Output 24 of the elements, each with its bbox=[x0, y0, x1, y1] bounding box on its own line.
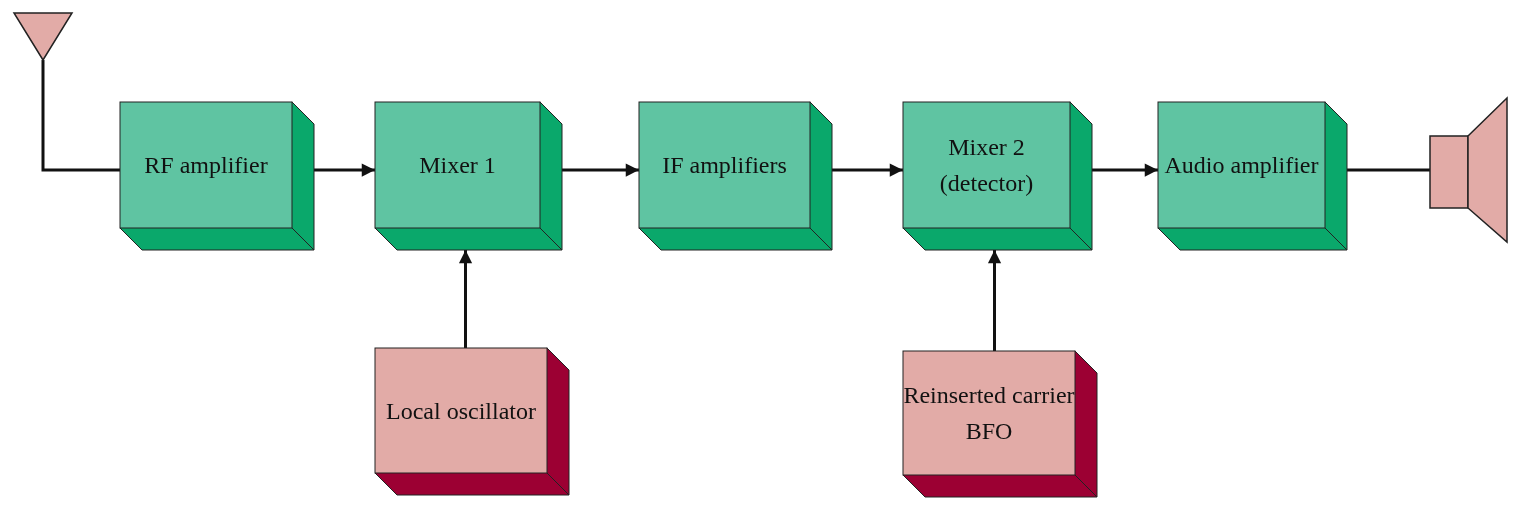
block-label: Reinserted carrier BFO bbox=[903, 381, 1075, 446]
process-block bbox=[375, 102, 562, 250]
process-block bbox=[120, 102, 314, 250]
connector-line bbox=[1347, 168, 1430, 172]
process-block bbox=[903, 102, 1092, 250]
antenna-icon bbox=[14, 13, 72, 60]
block-label: Audio amplifier bbox=[1164, 151, 1319, 180]
block-label: Mixer 2 (detector) bbox=[938, 133, 1035, 198]
process-block bbox=[375, 348, 569, 495]
arrow bbox=[562, 163, 639, 177]
arrow bbox=[1092, 163, 1158, 177]
block-label: Local oscillator bbox=[386, 396, 536, 426]
arrow bbox=[314, 163, 375, 177]
speaker-icon bbox=[1430, 98, 1507, 242]
process-block bbox=[903, 351, 1097, 497]
block-label: Mixer 1 bbox=[419, 151, 496, 180]
block-label: IF amplifiers bbox=[662, 151, 787, 180]
arrow bbox=[832, 163, 903, 177]
process-block bbox=[1158, 102, 1347, 250]
arrow bbox=[458, 250, 473, 348]
process-block bbox=[639, 102, 832, 250]
block-label: RF amplifier bbox=[144, 151, 268, 180]
connector-line bbox=[41, 60, 120, 172]
arrow bbox=[987, 250, 1002, 351]
